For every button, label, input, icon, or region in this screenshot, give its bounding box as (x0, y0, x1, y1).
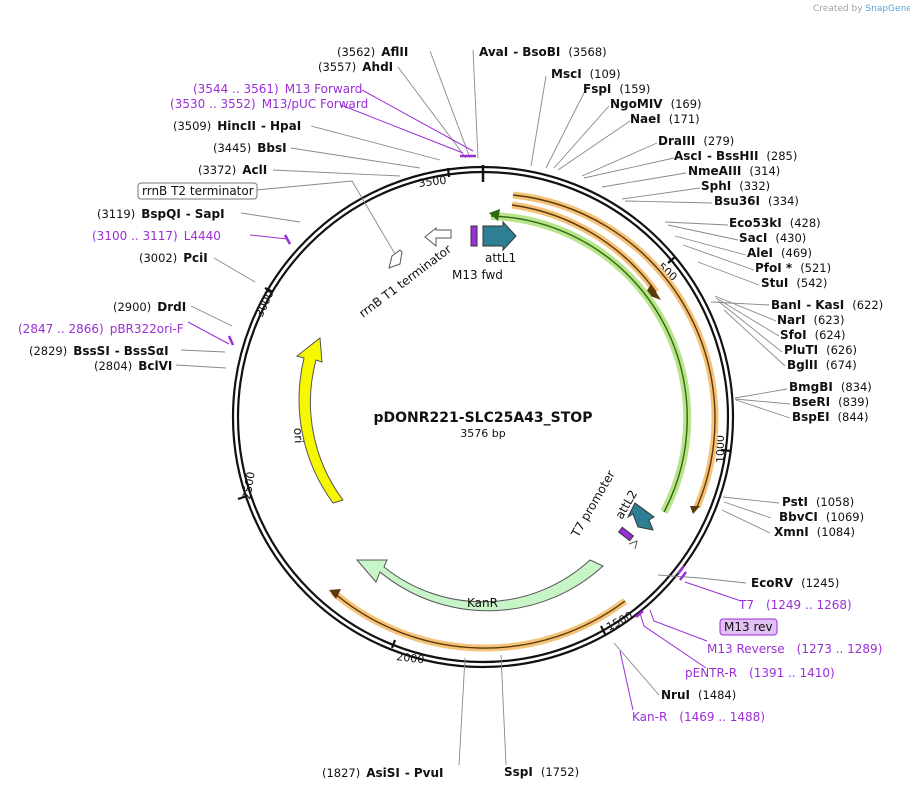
site-naei: NaeI(171) (630, 112, 700, 126)
t7-promoter-label: T7 promoter (568, 468, 618, 540)
site-ahdi: (3557)AhdI (318, 60, 393, 74)
rrnb-t2-feature (388, 249, 403, 269)
site-sspi: SspI(1752) (504, 765, 579, 779)
leader-lines (175, 49, 791, 766)
credit-text: Created by SnapGene (813, 4, 910, 14)
attl2-feature (626, 502, 655, 531)
site-nari: NarI(623) (777, 313, 844, 327)
ori-label: ori (291, 427, 306, 443)
site-pcii: (3002)PciI (139, 251, 208, 265)
arrowhead-orange-right (690, 506, 700, 514)
primer-lines (187, 89, 742, 711)
primer-t7: T7(1249 .. 1268) (738, 598, 852, 612)
site-drdi: (2900)DrdI (113, 300, 186, 314)
rrnb-t2-label-box (137, 182, 258, 200)
site-alei: AleI(469) (747, 246, 812, 260)
tick-label-2000: 2000 (396, 650, 425, 666)
site-bsu36i: Bsu36I(334) (714, 194, 799, 208)
kanr-label: KanR (467, 596, 498, 610)
site-bani: BanI-KasI(622) (771, 298, 883, 312)
site-psti: PstI(1058) (782, 495, 854, 509)
primer-pentr-r: pENTR-R(1391 .. 1410) (685, 666, 835, 680)
site-draiii: DraIII(279) (658, 134, 734, 148)
site-bspqi: (3119)BspQI-SapI (97, 207, 225, 221)
primer-m13-puc-forward: (3530 .. 3552)M13/pUC Forward (170, 97, 368, 111)
tick-label-3000: 3000 (253, 288, 277, 319)
site-pfoi: PfoI *(521) (755, 261, 831, 275)
primer-m13-reverse: M13 Reverse(1273 .. 1289) (707, 642, 882, 656)
site-nrui: NruI(1484) (661, 688, 736, 702)
site-bspei: BspEI(844) (792, 410, 868, 424)
ori-feature (295, 337, 344, 504)
site-xmni: XmnI(1084) (774, 525, 855, 539)
rrnb-t1-feature (424, 226, 452, 248)
attl1-label: attL1 (485, 251, 516, 265)
t7-arrow-mark (628, 540, 638, 550)
primer-m13-forward: (3544 .. 3561)M13 Forward (193, 82, 362, 96)
tick-label-2500: 2500 (240, 471, 258, 501)
site-aflii: (3562)AflII (337, 45, 408, 59)
plasmid-name: pDONR221-SLC25A43_STOP (374, 410, 593, 426)
m13-rev-label: M13 rev (724, 620, 773, 634)
m13-rev-label-box (719, 618, 778, 636)
site-asci: AscI-BssHII(285) (674, 149, 797, 163)
t7-promoter-feature (617, 526, 635, 542)
primer-pbr322ori-f: (2847 .. 2866)pBR322ori-F (18, 322, 184, 336)
site-saci: SacI(430) (739, 231, 806, 245)
arrowhead-orange-bottom (329, 589, 341, 599)
site-avai: AvaI-BsoBI(3568) (479, 45, 607, 59)
tick-label-3500: 3500 (418, 174, 447, 190)
site-eco53ki: Eco53kI(428) (729, 216, 821, 230)
arrowhead-green (489, 209, 500, 221)
site-bsssi: (2829)BssSI-BssSαI (29, 344, 169, 358)
site-sphi: SphI(332) (701, 179, 770, 193)
arrowhead-orange-inner (645, 284, 661, 300)
site-ecorv: EcoRV(1245) (751, 576, 839, 590)
rrnb-t2-label: rrnB T2 terminator (142, 184, 254, 198)
site-pluti: PluTI(626) (784, 343, 857, 357)
site-asisi: (1827)AsiSI-PvuI (322, 766, 444, 780)
m13fwd-feature (482, 220, 517, 252)
site-sfoi: SfoI(624) (780, 328, 846, 342)
plasmid-length: 3576 bp (460, 427, 505, 440)
site-bseri: BseRI(839) (792, 395, 869, 409)
kanr-feature (355, 559, 604, 612)
attl1-feature (470, 225, 478, 247)
m13fwd-label: M13 fwd (452, 268, 503, 282)
site-bglii: BglII(674) (787, 358, 857, 372)
rrnb-t1-label: rrnB T1 terminator (356, 242, 454, 320)
tick-marks (237, 167, 732, 649)
site-ngomiv: NgoMIV(169) (610, 97, 702, 111)
site-msci: MscI(109) (551, 67, 621, 81)
site-bmgbi: BmgBI(834) (789, 380, 872, 394)
feature-arc-green (490, 212, 692, 514)
primer-l4440: (3100 .. 3117)L4440 (92, 229, 221, 243)
site-nmeaiii: NmeAIII(314) (688, 164, 780, 178)
primer-kan-r: Kan-R(1469 .. 1488) (632, 710, 765, 724)
site-acli: (3372)AclI (198, 163, 267, 177)
site-fspi: FspI(159) (583, 82, 650, 96)
site-bbsi: (3445)BbsI (213, 141, 287, 155)
site-bclvi: (2804)BclVI (94, 359, 172, 373)
site-bbvci: BbvCI(1069) (779, 510, 864, 524)
site-hincii: (3509)HincII-HpaI (173, 119, 301, 133)
site-stui: StuI(542) (761, 276, 827, 290)
feature-arc-orange-right-line (512, 194, 716, 508)
